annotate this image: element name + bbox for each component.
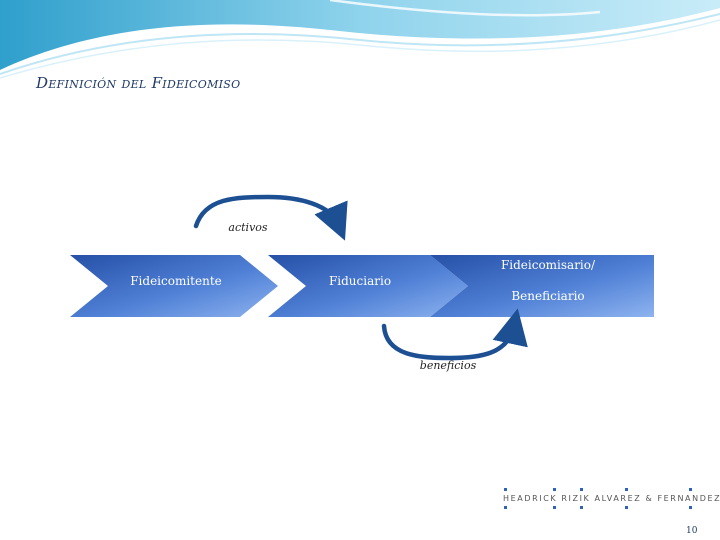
stage-label: Fiduciario [329, 274, 391, 288]
arc-beneficios: beneficios [381, 308, 528, 372]
header-wave-decoration [0, 0, 720, 79]
page-number: 10 [686, 526, 698, 536]
firm-logo: HEADRICK RIZIK ALVAREZ & FERNANDEZ [503, 488, 720, 512]
stage-label-line1: Fideicomisario/ [501, 258, 596, 272]
chevron-shape [268, 255, 468, 317]
chevron-shape [70, 255, 278, 317]
stage-fideicomitente: Fideicomitente [70, 255, 278, 317]
stage-label: Fideicomitente [130, 274, 222, 288]
logo-frame-icon [504, 488, 692, 509]
stage-fiduciario: Fiduciario [268, 255, 468, 317]
stage-label-line2: Beneficiario [511, 289, 584, 303]
logo-text: HEADRICK RIZIK ALVAREZ & FERNANDEZ [503, 494, 720, 503]
stage-fideicomisario-beneficiario: Fideicomisario/ Beneficiario [430, 255, 654, 317]
arc-label: activos [228, 221, 267, 234]
arc-activos: activos [193, 194, 348, 241]
arc-label: beneficios [420, 359, 477, 372]
curved-arrow-icon [193, 194, 348, 241]
slide-title: Definición del Fideicomiso [36, 74, 241, 92]
box-shape [430, 255, 654, 317]
curved-arrow-icon [381, 308, 528, 361]
